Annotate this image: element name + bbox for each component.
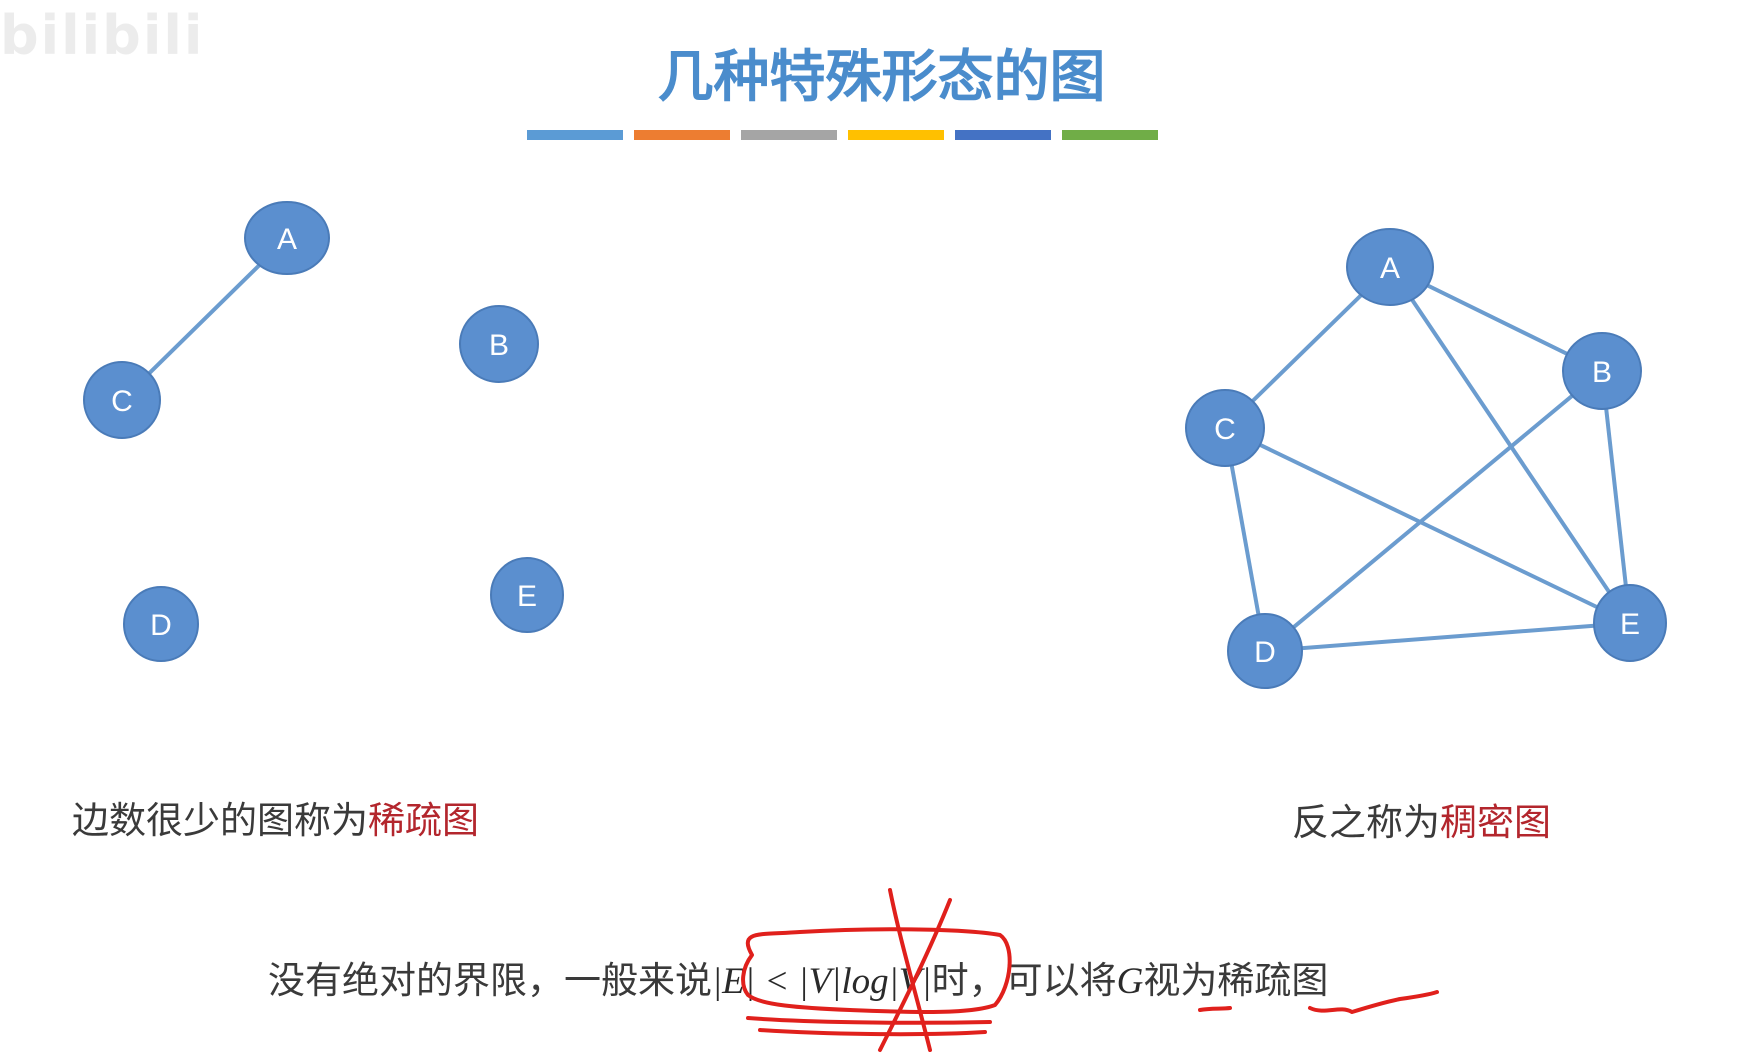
- sparsity-formula: |E| < |V|log|V|: [712, 961, 932, 1002]
- stripe-1: [527, 130, 623, 140]
- dense-node-label-e: E: [1620, 608, 1640, 641]
- stripe-3: [741, 130, 837, 140]
- sparse-node-circle-a: [244, 201, 330, 275]
- sparse-node-b: B: [459, 305, 539, 383]
- dense-node-label-a: A: [1380, 252, 1400, 285]
- sparse-node-circle-d: [123, 586, 199, 662]
- sparse-graph: A B C D E: [83, 201, 564, 662]
- dense-node-a: A: [1346, 228, 1434, 306]
- sparse-caption: 边数很少的图称为稀疏图: [72, 790, 479, 844]
- note-suffix: 视为稀疏图: [1143, 959, 1329, 1002]
- sparse-node-label-c: C: [111, 385, 133, 418]
- dense-node-label-b: B: [1592, 356, 1612, 389]
- note-middle: 时，可以将: [931, 959, 1117, 1002]
- bilibili-watermark: bilibili: [0, 4, 205, 67]
- stripe-2: [634, 130, 730, 140]
- sparse-node-circle-b: [459, 305, 539, 383]
- dense-node-label-c: C: [1214, 413, 1236, 446]
- dense-node-e: E: [1593, 584, 1667, 662]
- dense-graph: A B C D E: [1185, 228, 1667, 689]
- dense-edge-c-e: [1224, 426, 1631, 625]
- sparse-node-label-d: D: [150, 609, 172, 642]
- sparse-node-label-b: B: [489, 329, 509, 362]
- slide-title: 几种特殊形态的图: [657, 45, 1106, 110]
- dense-node-d: D: [1227, 613, 1303, 689]
- threshold-note: 没有绝对的界限，一般来说|E| < |V|log|V|时，可以将G视为稀疏图: [268, 950, 1328, 1004]
- dense-caption: 反之称为稠密图: [1292, 792, 1551, 846]
- sparse-node-c: C: [83, 361, 161, 439]
- stripe-5: [955, 130, 1051, 140]
- graph-symbol: G: [1116, 961, 1144, 1002]
- sparse-node-circle-c: [83, 361, 161, 439]
- dense-node-circle-c: [1185, 389, 1265, 467]
- dense-node-c: C: [1185, 389, 1265, 467]
- dense-node-circle-d: [1227, 613, 1303, 689]
- dense-node-label-d: D: [1254, 636, 1276, 669]
- dense-node-circle-e: [1593, 584, 1667, 662]
- sparse-caption-highlight: 稀疏图: [368, 799, 479, 842]
- sparse-caption-prefix: 边数很少的图称为: [72, 799, 368, 842]
- stripe-6: [1062, 130, 1158, 140]
- dense-node-circle-a: [1346, 228, 1434, 306]
- sparse-node-label-e: E: [517, 580, 537, 613]
- dense-caption-highlight: 稠密图: [1440, 801, 1551, 844]
- sparse-node-e: E: [490, 557, 564, 633]
- sparse-node-a: A: [244, 201, 330, 275]
- note-prefix: 没有绝对的界限，一般来说: [268, 959, 712, 1002]
- sparse-node-label-a: A: [277, 223, 297, 256]
- title-color-stripes: [527, 130, 1169, 140]
- dense-edge-b-e: [1600, 370, 1632, 624]
- sparse-node-circle-e: [490, 557, 564, 633]
- dense-edge-b-d: [1263, 369, 1604, 653]
- dense-edge-d-e: [1264, 621, 1631, 653]
- dense-node-circle-b: [1562, 332, 1642, 410]
- dense-caption-prefix: 反之称为: [1292, 801, 1440, 844]
- sparse-node-d: D: [123, 586, 199, 662]
- dense-node-b: B: [1562, 332, 1642, 410]
- stripe-4: [848, 130, 944, 140]
